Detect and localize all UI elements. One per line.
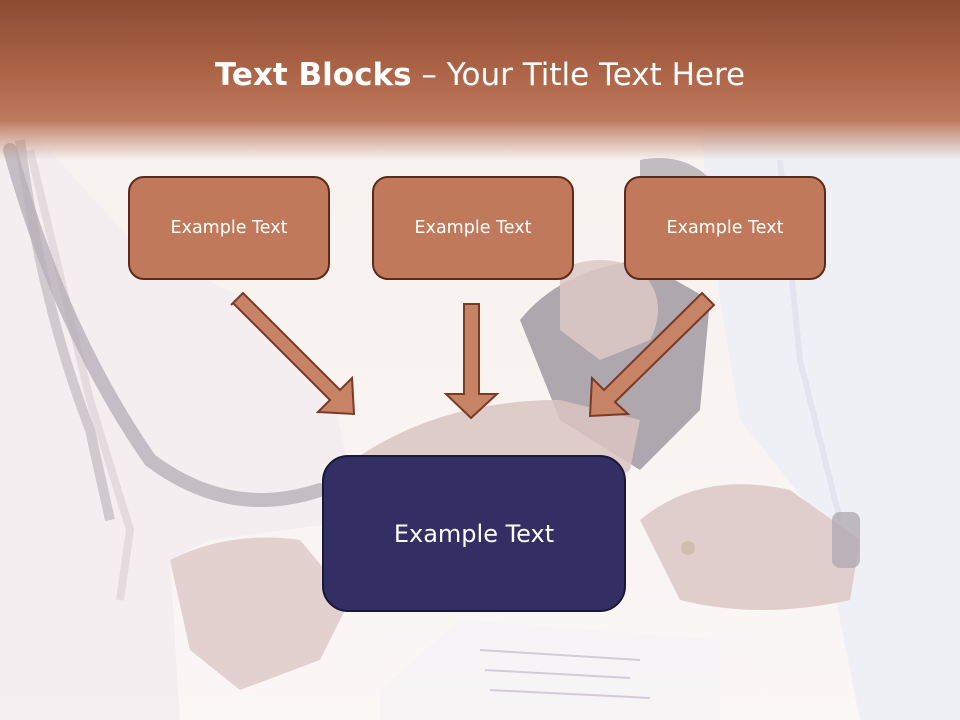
title-bar xyxy=(0,0,960,160)
arrow-center xyxy=(443,303,500,420)
text-block-bottom: Example Text xyxy=(322,455,626,612)
text-block-top-right: Example Text xyxy=(624,176,826,280)
arrow-left xyxy=(230,291,356,416)
text-block-top-center: Example Text xyxy=(372,176,574,280)
title-dash: – xyxy=(411,57,447,93)
text-block-top-left: Example Text xyxy=(128,176,330,280)
title-rest: Your Title Text Here xyxy=(446,57,746,93)
title-bold-part: Text Blocks xyxy=(214,57,412,93)
slide-title: Text Blocks – Your Title Text Here xyxy=(0,52,960,98)
arrow-right xyxy=(588,291,716,418)
